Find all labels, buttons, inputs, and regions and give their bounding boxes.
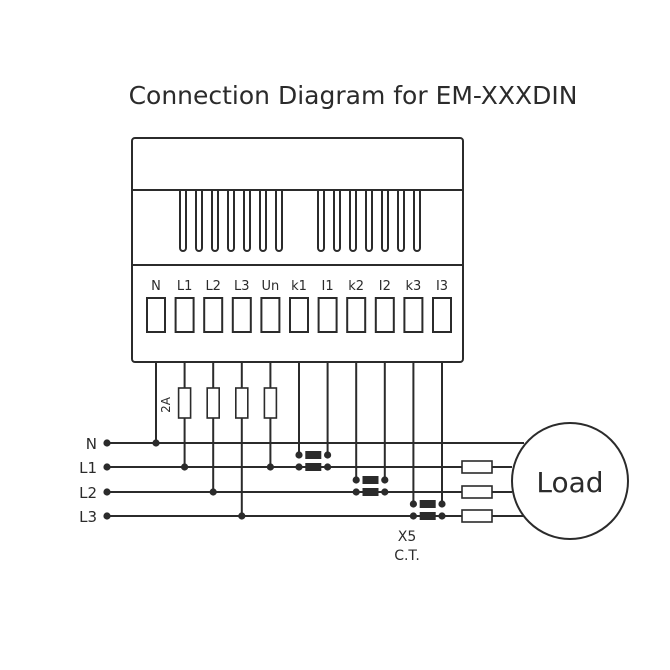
ct-terminal-dot [409,500,417,508]
cooling-fin [227,190,235,252]
meter-body [131,137,464,363]
cooling-fin [259,190,267,252]
load-circle [511,422,629,540]
cooling-fin [413,190,421,252]
terminal-k1 [289,297,309,333]
ct-terminal-dot [295,463,303,471]
terminal-label-k1: k1 [291,279,307,294]
fuse-rating-label: 2A [159,396,173,413]
ct-core [419,512,436,520]
cooling-fin [179,190,187,252]
cooling-fin [333,190,341,252]
junction-dot [209,488,217,496]
ct-terminal-dot [438,512,446,520]
terminal-label-n: N [151,279,161,294]
terminal-label-i1: I1 [322,279,334,294]
ct-terminal-dot [352,488,360,496]
terminal-label-l2: L2 [205,279,221,294]
terminal-i3 [432,297,452,333]
terminal-label-k2: k2 [348,279,364,294]
cooling-fin [243,190,251,252]
ct-core [362,476,379,484]
load-fuse [461,509,493,523]
cooling-fin [349,190,357,252]
terminal-label-l1: L1 [177,279,193,294]
terminal-label-k3: k3 [405,279,421,294]
junction-dot [152,439,160,447]
line-label-l3: L3 [79,508,97,526]
ct-terminal-dot [324,451,332,459]
line-label-l1: L1 [79,459,97,477]
cooling-fin [365,190,373,252]
ct-terminal-dot [438,500,446,508]
terminal-label-i2: I2 [379,279,391,294]
ct-core [305,451,322,459]
terminal-label-l3: L3 [234,279,250,294]
cooling-fin [211,190,219,252]
ct-terminal-dot [352,476,360,484]
terminal-label-i3: I3 [436,279,448,294]
ct-terminal-dot [295,451,303,459]
terminal-i1 [317,297,338,333]
cooling-fin [275,190,283,252]
ct-core [305,463,322,471]
terminal-l3 [231,297,252,333]
junction-dot [238,512,246,520]
load-fuse [461,460,493,474]
terminal-i2 [374,297,395,333]
ct-ratio-label: X5 [398,529,417,545]
fuse [263,387,278,419]
ct-terminal-dot [381,476,389,484]
cooling-fin [381,190,389,252]
junction-dot [181,463,189,471]
terminal-l1 [174,297,195,333]
ct-terminal-dot [409,512,417,520]
fuse [206,387,220,419]
fuse [177,387,192,419]
ct-terminal-dot [381,488,389,496]
ct-core [362,488,379,496]
terminal-k3 [403,297,424,333]
ct-core [419,500,436,508]
terminal-un [260,297,281,333]
fuse [235,387,249,419]
junction-dot [266,463,274,471]
diagram-title: Connection Diagram for EM-XXXDIN [129,81,578,110]
line-label-l2: L2 [79,484,97,502]
cooling-fin [397,190,405,252]
line-label-n: N [86,435,97,453]
terminal-l2 [203,297,224,333]
terminal-n [146,297,166,333]
cooling-fin [317,190,325,252]
load-label: Load [536,466,603,499]
cooling-fin [195,190,203,252]
ct-label: C.T. [394,548,420,564]
ct-terminal-dot [324,463,332,471]
terminal-label-un: Un [262,279,280,294]
load-fuse [461,485,493,499]
terminal-k2 [346,297,367,333]
